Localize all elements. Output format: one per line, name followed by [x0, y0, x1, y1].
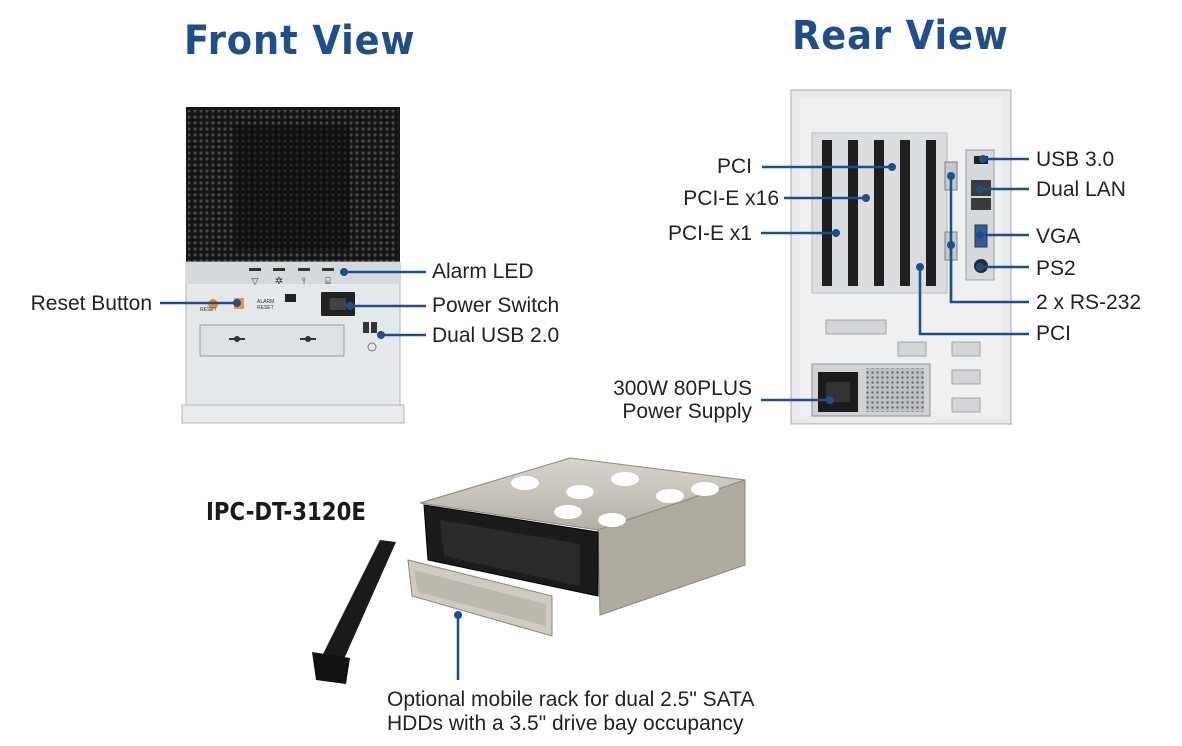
front-reset-text: RESET	[257, 305, 274, 311]
model-name: IPC-DT-3120E	[206, 497, 366, 526]
label-pcie-x1: PCI-E x1	[667, 222, 752, 245]
label-pcie-x16: PCI-E x16	[683, 187, 779, 210]
rack-hole-2	[566, 485, 594, 499]
psu-fan-grill	[866, 368, 924, 412]
label-reset-button: Reset Button	[30, 292, 152, 315]
label-pci-top: PCI	[716, 155, 752, 178]
hdd-led-icon: ⌸	[325, 276, 331, 286]
audio-jack	[367, 342, 377, 352]
label-ps2: PS2	[1036, 257, 1076, 280]
callout-dot-psu	[826, 396, 834, 404]
led-bar-1	[249, 268, 261, 271]
bay-latch-right	[300, 338, 316, 340]
label-pci-bottom: PCI	[1036, 322, 1072, 345]
callout-dot-pcie-x1	[832, 229, 840, 237]
led-bar-2	[273, 268, 285, 271]
front-indicator-strip	[186, 262, 400, 284]
callout-dot-pcie-x16	[862, 194, 870, 202]
callout-dot-vga	[976, 231, 984, 239]
knockout-2	[897, 341, 927, 357]
callout-dot-power-switch	[346, 302, 354, 310]
callout-dot-rack	[454, 611, 462, 619]
temp-led-icon: ⫯	[302, 276, 306, 286]
rack-hole-5	[554, 505, 582, 519]
rack-hole-4	[656, 489, 684, 503]
front-view-title: Front View	[184, 18, 416, 64]
label-alarm-led: Alarm LED	[432, 260, 534, 283]
rack-caption-line1: Optional mobile rack for dual 2.5" SATA	[387, 688, 755, 711]
callout-dot-ps2	[976, 263, 984, 271]
knockout-1	[825, 319, 887, 335]
rack-hole-7	[691, 482, 719, 496]
slot-2	[848, 140, 858, 286]
rack-hole-1	[511, 476, 539, 490]
callout-dot-reset-button	[233, 299, 241, 307]
rack-side	[597, 479, 746, 616]
slot-1	[822, 140, 832, 286]
io-shield	[965, 149, 995, 281]
knockout-4	[951, 369, 981, 385]
front-fan-area	[235, 126, 350, 250]
power-led	[285, 294, 296, 302]
rack-caption-line2: HDDs with a 3.5" drive bay occupancy	[387, 712, 744, 735]
rack-handle-grip	[312, 652, 350, 684]
callout-line-pci-bottom	[918, 267, 1029, 336]
callout-dot-pci-bottom	[916, 263, 924, 271]
rack-hole-6	[598, 513, 626, 527]
label-vga: VGA	[1036, 225, 1081, 248]
label-power-switch: Power Switch	[432, 294, 560, 317]
callout-dot-usb3	[979, 155, 987, 163]
rack-tray-slots	[414, 570, 546, 626]
rear-chassis	[790, 89, 1012, 425]
knockout-5	[951, 397, 981, 413]
callout-dots	[233, 155, 987, 619]
front-alarm-text: ALARM	[257, 299, 274, 305]
slot-4	[900, 140, 910, 286]
mobile-rack	[312, 457, 746, 684]
label-psu-line2: Power Supply	[622, 400, 752, 423]
callout-dot-rs232-1	[947, 172, 955, 180]
led-bar-4	[322, 268, 334, 271]
callout-lines	[160, 157, 1029, 680]
rack-hole-3	[611, 472, 639, 486]
led-bar-3	[298, 268, 310, 271]
power-switch-rocker	[330, 298, 346, 310]
front-drive-bay	[199, 324, 345, 357]
knockout-3	[951, 341, 981, 357]
callout-dot-rs232-2	[947, 241, 955, 249]
callout-dot-dual-lan	[976, 185, 984, 193]
label-rs232: 2 x RS-232	[1036, 291, 1142, 314]
rack-bezel-vent	[440, 520, 580, 586]
label-psu-line1: 300W 80PLUS	[613, 377, 752, 400]
fan-led-icon: ✲	[275, 276, 283, 287]
rear-view-title: Rear View	[792, 13, 1009, 59]
power-led-icon: ▽	[252, 276, 259, 286]
callout-dot-dual-usb2	[377, 331, 385, 339]
label-dual-usb2: Dual USB 2.0	[432, 324, 560, 347]
lan-port-2	[971, 198, 991, 210]
label-usb3: USB 3.0	[1036, 148, 1115, 171]
slot-5	[926, 140, 936, 286]
usb2-port-2[interactable]	[371, 322, 377, 333]
slot-3	[874, 140, 884, 286]
label-dual-lan: Dual LAN	[1036, 178, 1126, 201]
front-reset-small-text: RESET	[200, 307, 217, 313]
bay-latch-left	[229, 338, 245, 340]
callout-dot-alarm-led	[340, 268, 348, 276]
front-base	[181, 404, 405, 424]
front-chassis: ▽ ✲ ⫯ ⌸	[181, 107, 405, 424]
usb2-port-1[interactable]	[363, 322, 369, 333]
callout-dot-pci-top	[888, 163, 896, 171]
rack-handle[interactable]	[318, 540, 396, 668]
